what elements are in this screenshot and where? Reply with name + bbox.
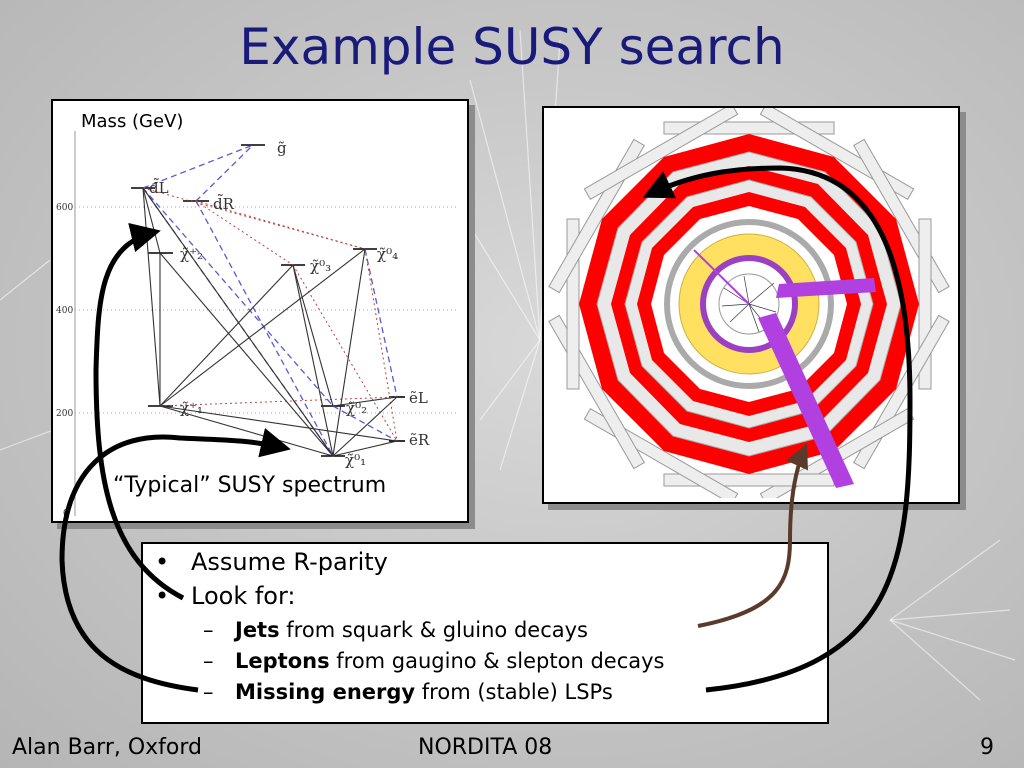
jets-text: from squark & gluino decays	[279, 618, 588, 642]
label-neutralino4: χ̃⁰₄	[377, 245, 398, 263]
label-eR: ẽR	[409, 431, 430, 449]
label-neutralino3: χ̃⁰₃	[310, 257, 331, 275]
label-gluino: g̃	[277, 139, 287, 157]
bullet-dot: •	[155, 582, 170, 610]
bullet-list-box: • Assume R-parity • Look for: – Jets fro…	[141, 542, 829, 724]
spectrum-diagram: 600 400 200 0	[56, 131, 458, 517]
label-eL: ẽL	[409, 389, 428, 407]
tick-600: 600	[56, 203, 73, 213]
sub-bullet-jets: Jets from squark & gluino decays	[235, 618, 588, 642]
bullet-look-for: Look for:	[191, 582, 296, 610]
footer-event: NORDITA 08	[418, 735, 553, 760]
label-neutralino1: χ̃⁰₁	[345, 451, 366, 469]
spectrum-caption: “Typical” SUSY spectrum	[113, 473, 387, 498]
tick-400: 400	[56, 306, 73, 316]
sub-bullet-dash: –	[203, 649, 214, 673]
label-chargino1: χ̃⁺₁	[180, 399, 203, 417]
sub-bullet-dash: –	[203, 680, 214, 704]
tick-0: 0	[63, 509, 69, 517]
detector-image	[548, 108, 950, 498]
label-neutralino2: χ̃⁰₂	[346, 399, 367, 417]
leptons-keyword: Leptons	[235, 649, 330, 673]
label-dR: d̃R	[213, 194, 235, 213]
label-dL: d̃L	[149, 178, 169, 197]
bullet-dot: •	[155, 548, 170, 576]
bullet-assume-r-parity: Assume R-parity	[191, 548, 388, 576]
tick-200: 200	[56, 409, 73, 419]
missing-energy-keyword: Missing energy	[235, 680, 416, 704]
jets-keyword: Jets	[235, 618, 280, 642]
leptons-text: from gaugino & slepton decays	[329, 649, 665, 673]
mass-axis-label: Mass (GeV)	[81, 111, 184, 132]
label-chargino2: χ̃⁺₂	[180, 245, 203, 263]
sub-bullet-missing-energy: Missing energy from (stable) LSPs	[235, 680, 613, 704]
missing-energy-text: from (stable) LSPs	[415, 680, 613, 704]
sub-bullet-dash: –	[203, 618, 214, 642]
sub-bullet-leptons: Leptons from gaugino & slepton decays	[235, 649, 664, 673]
page-number: 9	[980, 735, 994, 760]
susy-spectrum-panel: Mass (GeV) 600 400 200 0	[51, 99, 469, 523]
slide-title: Example SUSY search	[239, 18, 785, 76]
detector-event-display	[542, 106, 960, 504]
footer-author: Alan Barr, Oxford	[12, 735, 203, 760]
